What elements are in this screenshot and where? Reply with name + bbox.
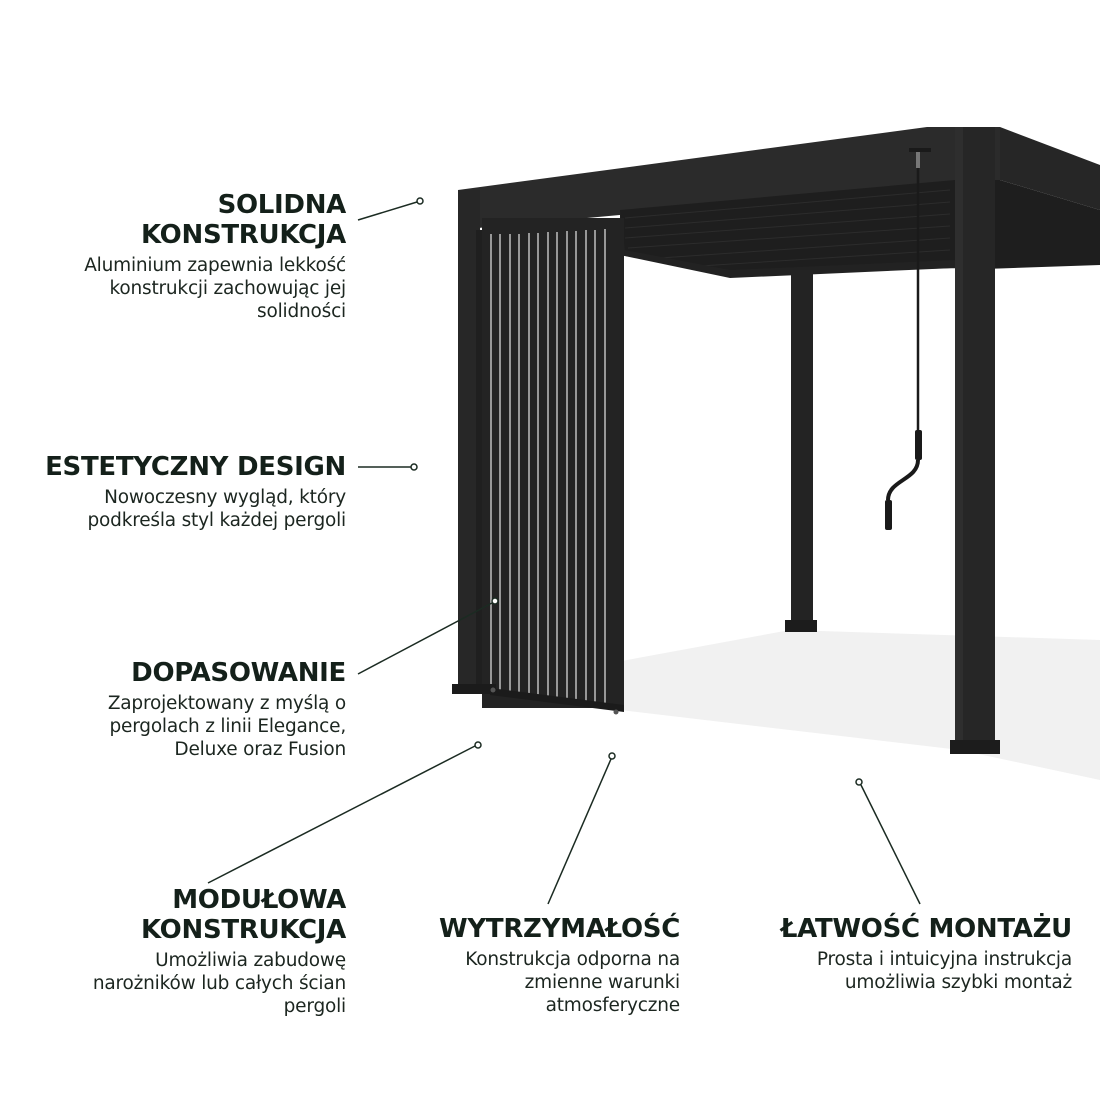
feature-solid-construction: SOLIDNA KONSTRUKCJA Aluminium zapewnia l… [0, 190, 346, 323]
feature-title: ŁATWOŚĆ MONTAŻU [780, 914, 1073, 944]
front-left-foot [452, 684, 496, 694]
feature-description: Prosta i intuicyjna instrukcja umożliwia… [816, 949, 1072, 993]
ground-shadow [600, 630, 1100, 780]
slat-gaps [490, 229, 606, 707]
roof-right-beam [1000, 127, 1100, 210]
feature-title: DOPASOWANIE [131, 658, 346, 688]
feature-title: MODUŁOWA KONSTRUKCJA [141, 885, 346, 945]
feature-durability: WYTRZYMAŁOŚĆ Konstrukcja odporna na zmie… [380, 914, 680, 1017]
feature-modular-construction: MODUŁOWA KONSTRUKCJA Umożliwia zabudowę … [0, 885, 346, 1018]
feature-description: Zaprojektowany z myślą o pergolach z lin… [107, 693, 346, 760]
panel-bottom-rail [490, 688, 624, 712]
front-right-post-foot [950, 740, 1000, 754]
feature-description: Konstrukcja odporna na zmienne warunki a… [465, 949, 680, 1016]
feature-easy-assembly: ŁATWOŚĆ MONTAŻU Prosta i intuicyjna inst… [732, 914, 1073, 994]
slat-wall-panel [482, 218, 624, 708]
front-left-post [458, 190, 480, 690]
roof-front-beam [458, 127, 1000, 228]
feature-title: WYTRZYMAŁOŚĆ [438, 914, 680, 944]
feature-title: SOLIDNA KONSTRUKCJA [141, 190, 346, 250]
feature-title: ESTETYCZNY DESIGN [45, 452, 346, 482]
back-post [791, 270, 813, 620]
back-post-foot [785, 620, 817, 632]
crank-handle [885, 148, 931, 530]
feature-description: Umożliwia zabudowę narożników lub całych… [92, 950, 346, 1017]
feature-description: Aluminium zapewnia lekkość konstrukcji z… [84, 255, 346, 322]
louvre-lines [624, 189, 951, 267]
feature-fit: DOPASOWANIE Zaprojektowany z myślą o per… [0, 658, 346, 761]
feature-description: Nowoczesny wygląd, który podkreśla styl … [87, 487, 347, 531]
feature-aesthetic-design: ESTETYCZNY DESIGN Nowoczesny wygląd, któ… [0, 452, 346, 532]
callout-lines [207, 197, 921, 905]
